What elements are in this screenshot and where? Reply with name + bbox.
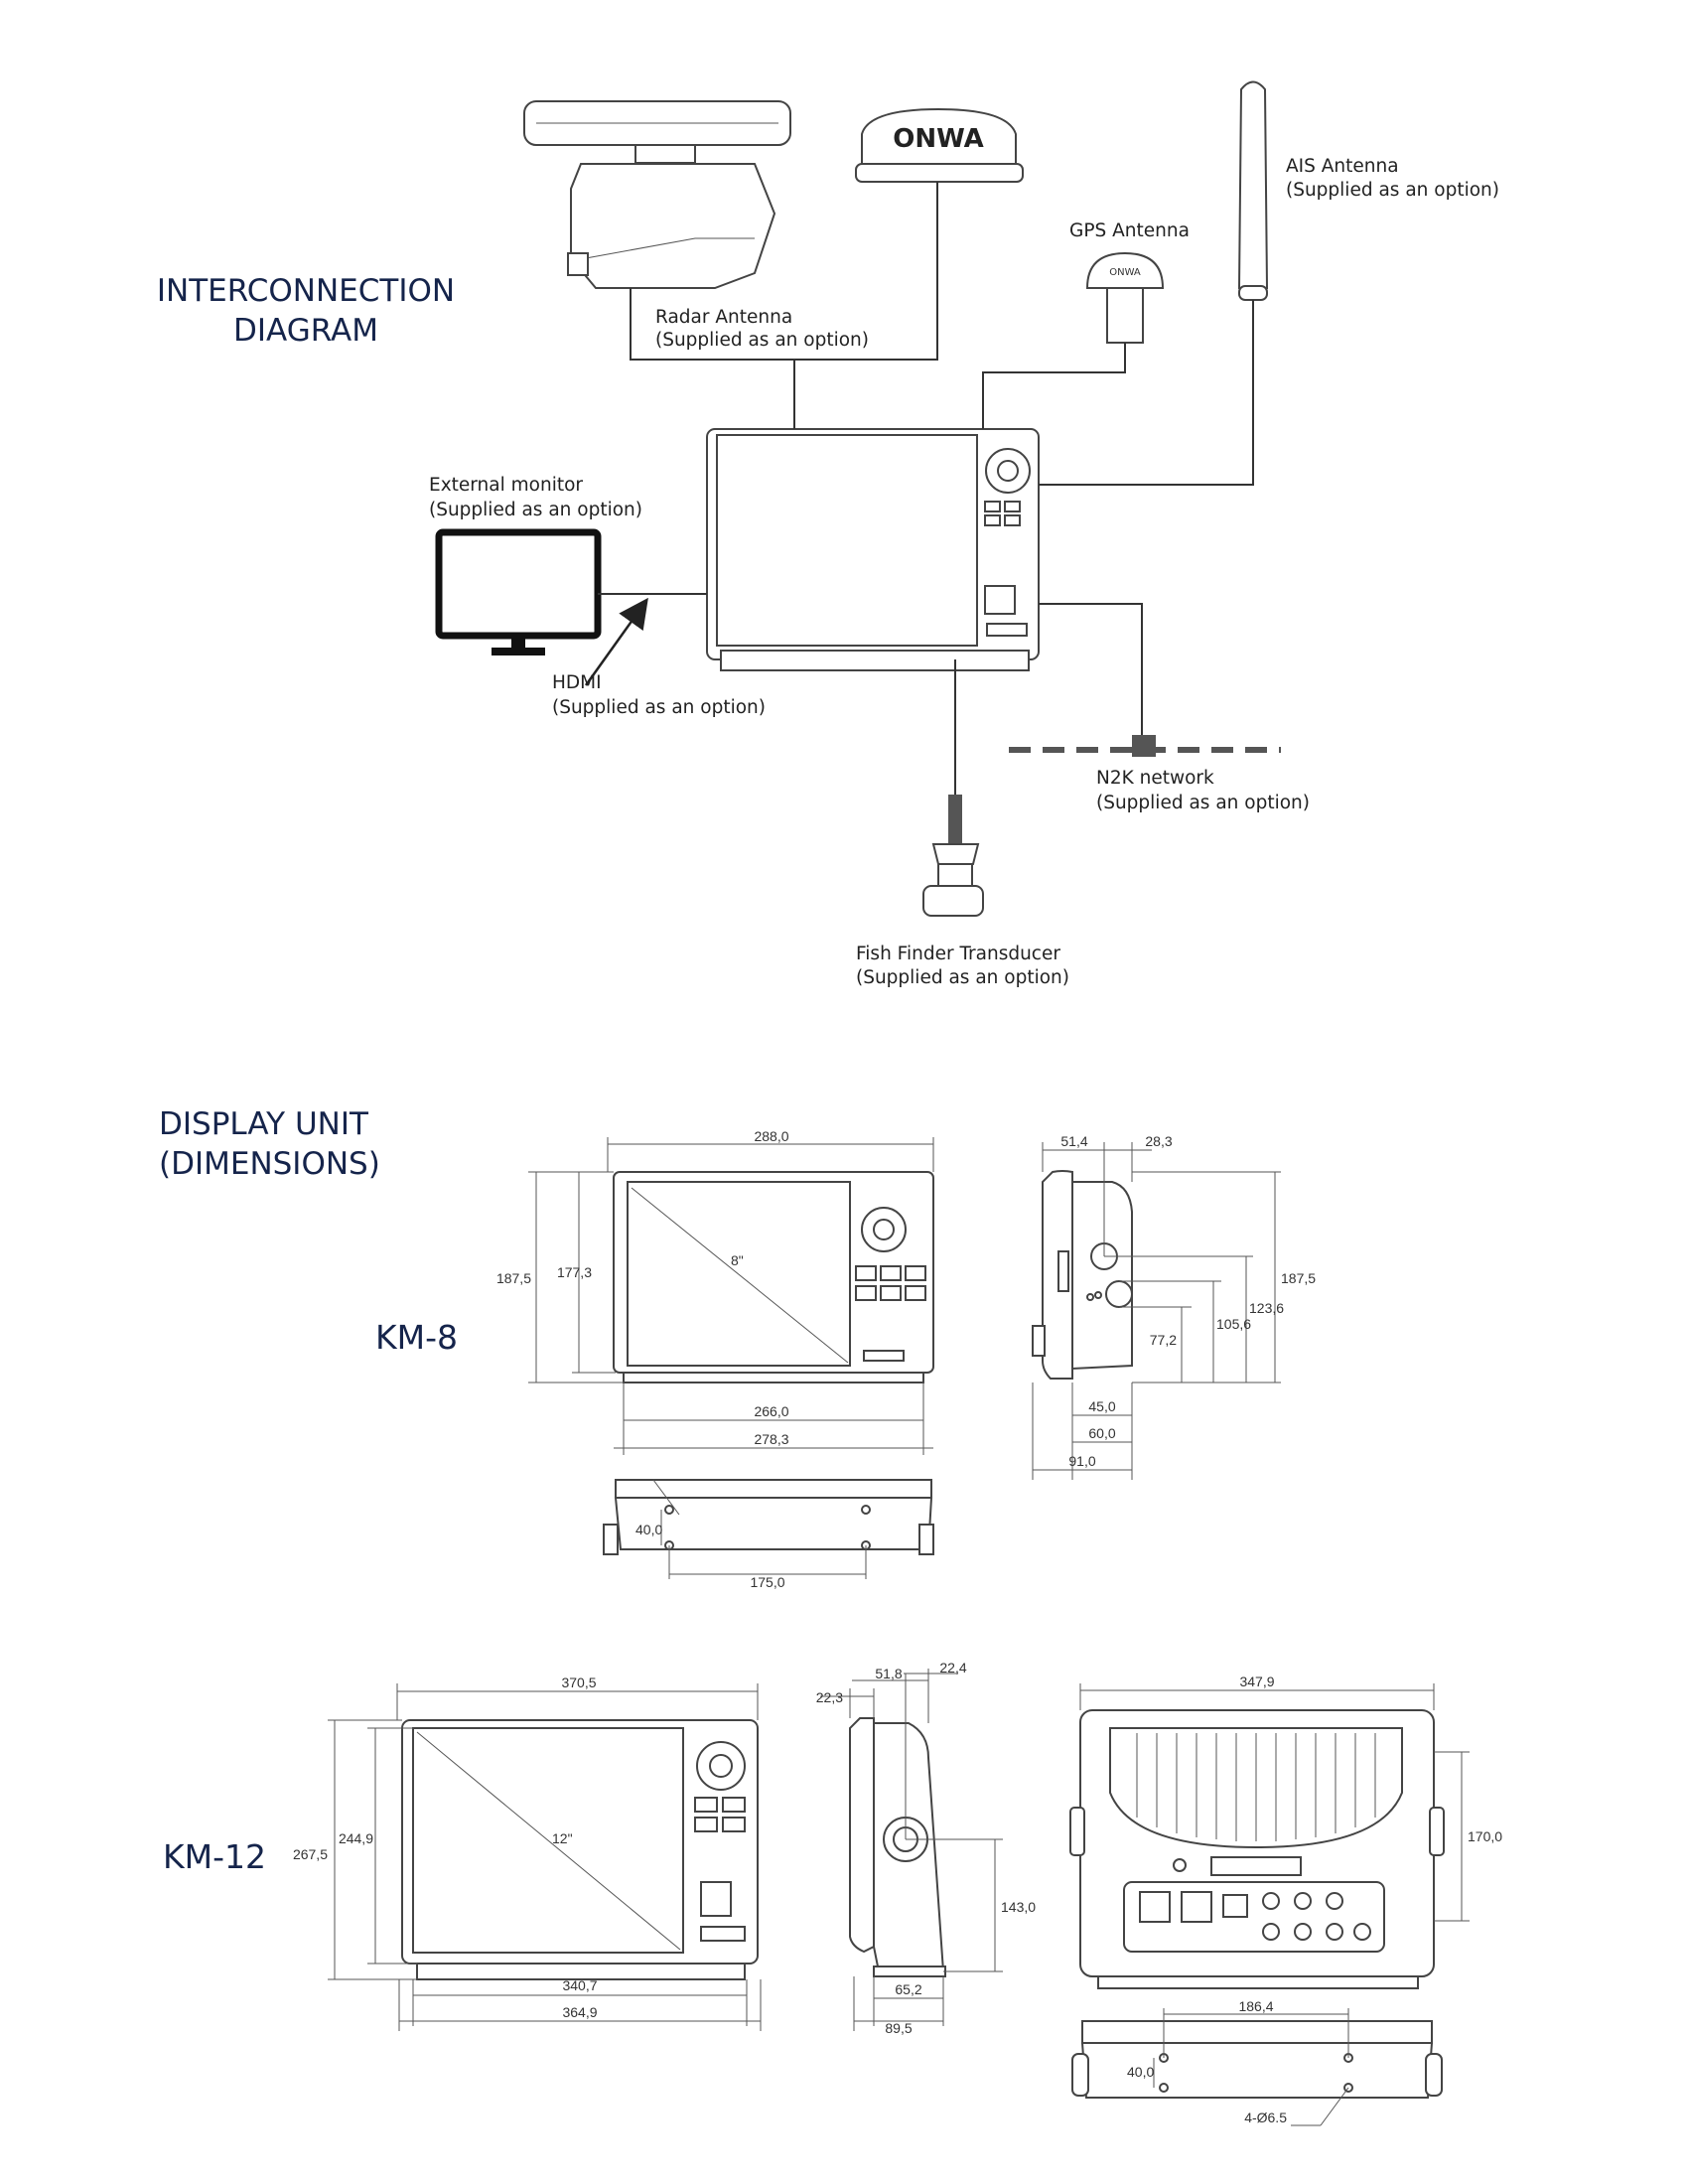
gps-brand: ONWA	[1109, 267, 1141, 278]
km12-label: KM-12	[163, 1837, 266, 1876]
external-monitor-label: External monitor	[429, 475, 583, 496]
cables	[584, 182, 1254, 795]
km12-side-view	[849, 1717, 946, 1977]
km12-dim-bottom-span: 186,4	[1238, 1998, 1273, 2014]
km12-dim-side-b2: 89,5	[885, 2020, 912, 2036]
ais-antenna-label: AIS Antenna	[1286, 156, 1399, 177]
km12-screen-size: 12ʺ	[552, 1830, 573, 1846]
gps-antenna: ONWA	[1085, 251, 1165, 344]
km8-dim-side-b2: 60,0	[1088, 1425, 1115, 1441]
km12-dim-width: 370,5	[561, 1674, 596, 1690]
km12-dim-side-a: 22,3	[816, 1689, 843, 1705]
km8-dim-side-h1: 187,5	[1281, 1270, 1316, 1286]
km12-dim-bezel: 340,7	[562, 1977, 597, 1993]
display-unit-heading-2: (DIMENSIONS)	[159, 1146, 380, 1182]
km12-front-view	[401, 1719, 759, 1980]
interconnection-heading: INTERCONNECTION	[157, 273, 455, 309]
km12-dim-rear-width: 347,9	[1239, 1674, 1274, 1689]
km12-dim-height-outer: 267,5	[293, 1846, 328, 1862]
km8-front-dimension-lines	[528, 1137, 934, 1455]
km8-side-dimension-lines	[1032, 1142, 1281, 1480]
gps-antenna-label: GPS Antenna	[1069, 220, 1190, 241]
km8-front-view	[613, 1171, 934, 1383]
km12-rear-dimension-lines	[1079, 1683, 1470, 1922]
km12-dim-holes: 4-Ø6.5	[1244, 2110, 1287, 2125]
km8-dim-side-b3: 91,0	[1068, 1453, 1095, 1469]
km12-dim-side-b: 51,8	[875, 1666, 902, 1681]
km8-dim-side-b1: 45,0	[1088, 1398, 1115, 1414]
transducer-note: (Supplied as an option)	[856, 967, 1069, 988]
radar-antenna-note: (Supplied as an option)	[655, 330, 869, 351]
km8-bottom-view	[603, 1479, 934, 1555]
km12-dim-base: 364,9	[562, 2004, 597, 2020]
km8-dim-bottom-hole: 40,0	[635, 1522, 662, 1537]
km8-dim-side-h4: 77,2	[1150, 1332, 1177, 1348]
km12-bottom-dimension-lines	[1153, 2008, 1349, 2126]
n2k-label: N2K network	[1096, 768, 1214, 789]
km12-front-dimension-lines	[328, 1683, 762, 2031]
km12-side-dimension-lines	[820, 1669, 1003, 2031]
km12-dim-side-b1: 65,2	[895, 1981, 921, 1997]
radome-brand: ONWA	[893, 124, 984, 154]
n2k-note: (Supplied as an option)	[1096, 793, 1310, 813]
km12-dim-bottom-hole: 40,0	[1127, 2064, 1154, 2080]
km8-label: KM-8	[375, 1318, 458, 1357]
km12-bottom-view	[1071, 2020, 1443, 2099]
ais-antenna	[1237, 80, 1269, 301]
km8-dim-base: 278,3	[754, 1431, 788, 1447]
hdmi-label: HDMI	[552, 672, 602, 693]
km8-dim-width: 288,0	[754, 1128, 788, 1144]
km8-dim-side-top2: 28,3	[1145, 1133, 1172, 1149]
radome-antenna: ONWA	[855, 107, 1024, 183]
radar-antenna	[523, 100, 791, 289]
km12-dim-rear-h: 170,0	[1468, 1828, 1502, 1844]
transducer-label: Fish Finder Transducer	[856, 944, 1060, 964]
radar-antenna-label: Radar Antenna	[655, 307, 792, 328]
km8-screen-size: 8ʺ	[731, 1252, 744, 1268]
km12-rear-view	[1069, 1709, 1445, 1989]
n2k-network	[1009, 735, 1281, 757]
km8-dim-bezel: 266,0	[754, 1403, 788, 1419]
hdmi-note: (Supplied as an option)	[552, 697, 766, 718]
ais-antenna-note: (Supplied as an option)	[1286, 180, 1499, 201]
interconnection-heading-2: DIAGRAM	[233, 313, 378, 349]
km8-dim-side-h2: 123,6	[1249, 1300, 1284, 1316]
external-monitor	[435, 528, 602, 655]
external-monitor-note: (Supplied as an option)	[429, 500, 642, 520]
km12-dim-side-h: 143,0	[1001, 1899, 1036, 1915]
km8-dim-height-inner: 177,3	[557, 1264, 592, 1280]
km8-side-view	[1032, 1170, 1133, 1380]
km12-dim-height-inner: 244,9	[339, 1830, 373, 1846]
km8-dim-side-top: 51,4	[1060, 1133, 1087, 1149]
fish-finder-transducer	[922, 795, 984, 917]
display-unit-heading: DISPLAY UNIT	[159, 1106, 369, 1142]
km8-dim-bottom-span: 175,0	[750, 1574, 784, 1590]
km8-bottom-dimension-lines	[652, 1479, 867, 1579]
main-display-unit	[706, 428, 1040, 671]
km8-dim-side-h3: 105,6	[1216, 1316, 1251, 1332]
km8-dim-height-outer: 187,5	[496, 1270, 531, 1286]
km12-dim-side-c: 22,4	[939, 1660, 966, 1675]
